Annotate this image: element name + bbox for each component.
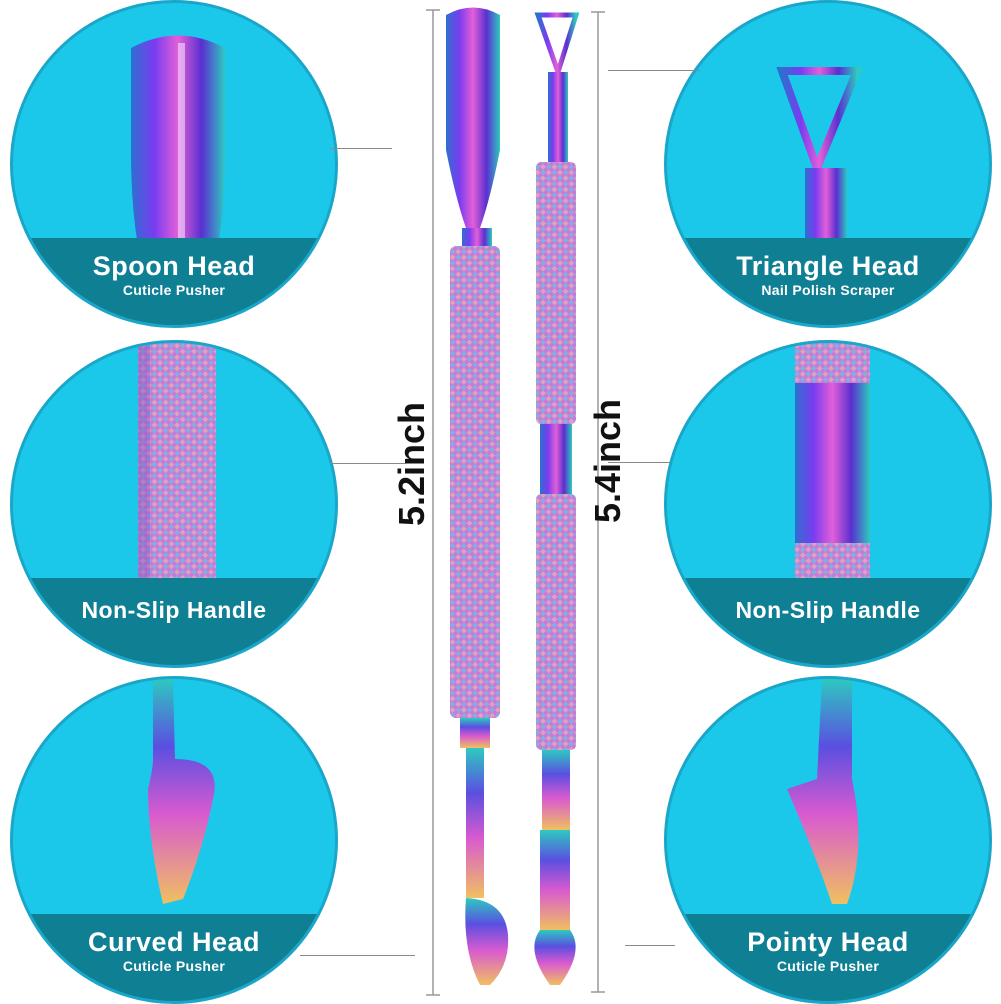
caption-band bbox=[13, 578, 335, 665]
pointy-head-illustration bbox=[787, 679, 859, 904]
left-grip-callout: Non-Slip Handle bbox=[10, 340, 338, 668]
right-tool bbox=[534, 12, 580, 985]
leader-line bbox=[300, 955, 415, 956]
caption-band bbox=[667, 578, 989, 665]
right-length-label: 5.4inch bbox=[587, 398, 628, 523]
callout-subtitle: Cuticle Pusher bbox=[122, 282, 226, 298]
callout-subtitle: Nail Polish Scraper bbox=[761, 282, 895, 298]
callout-title: Spoon Head bbox=[92, 251, 256, 281]
curved-head-callout: Curved Head Cuticle Pusher bbox=[10, 676, 338, 1004]
left-length-label: 5.2inch bbox=[391, 401, 432, 526]
callout-title: Non-Slip Handle bbox=[81, 597, 267, 623]
leader-line bbox=[330, 463, 405, 464]
leader-line bbox=[608, 462, 670, 463]
callout-title: Non-Slip Handle bbox=[735, 597, 921, 623]
right-grip-callout: Non-Slip Handle bbox=[664, 340, 992, 668]
caption-band bbox=[13, 238, 335, 325]
caption-band bbox=[667, 238, 989, 325]
leader-line bbox=[625, 945, 675, 946]
callout-title: Triangle Head bbox=[736, 251, 920, 281]
callout-subtitle: Cuticle Pusher bbox=[122, 958, 226, 974]
callout-title: Curved Head bbox=[87, 927, 261, 957]
callout-title: Pointy Head bbox=[747, 927, 909, 957]
left-tool bbox=[446, 7, 509, 985]
caption: Non-Slip Handle bbox=[667, 595, 989, 625]
caption: Curved Head Cuticle Pusher bbox=[13, 927, 335, 975]
callout-subtitle: Cuticle Pusher bbox=[776, 958, 880, 974]
caption: Spoon Head Cuticle Pusher bbox=[13, 251, 335, 299]
caption-band bbox=[667, 914, 989, 1001]
spoon-head-callout: Spoon Head Cuticle Pusher bbox=[10, 0, 338, 328]
pointy-head-callout: Pointy Head Cuticle Pusher bbox=[664, 676, 992, 1004]
leader-line bbox=[330, 148, 392, 149]
caption: Triangle Head Nail Polish Scraper bbox=[667, 251, 989, 299]
caption: Non-Slip Handle bbox=[13, 595, 335, 625]
curved-head-illustration bbox=[148, 679, 215, 904]
caption: Pointy Head Cuticle Pusher bbox=[667, 927, 989, 975]
triangle-head-callout: Triangle Head Nail Polish Scraper bbox=[664, 0, 992, 328]
caption-band bbox=[13, 914, 335, 1001]
leader-line bbox=[608, 70, 700, 71]
